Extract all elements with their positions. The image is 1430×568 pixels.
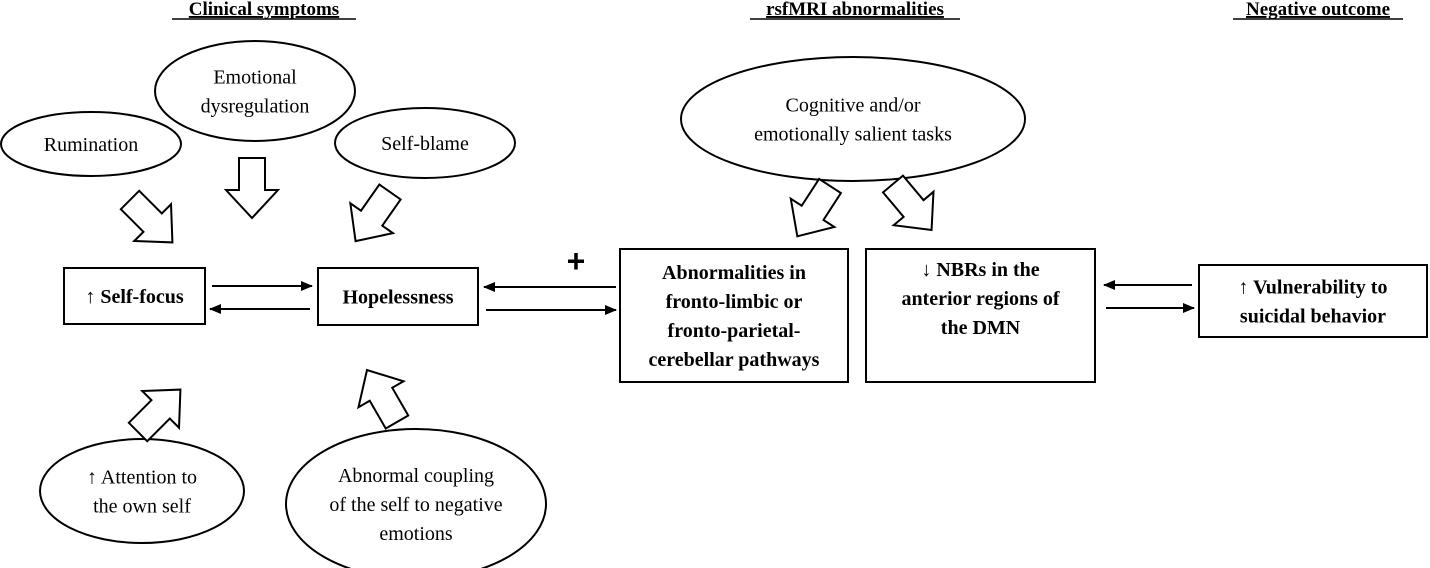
text-line: Hopelessness	[342, 287, 453, 309]
box-abnormalities-pathways: Abnormalities in fronto-limbic or fronto-p…	[619, 248, 849, 383]
text-line: Emotional	[213, 67, 297, 89]
text-line: ↓ NBRs in the	[921, 259, 1039, 281]
ellipse-emotional-dysregulation: Emotional dysregulation	[154, 40, 356, 142]
text-line: anterior regions of	[901, 288, 1059, 310]
svg-text:Self-blame: Self-blame	[381, 133, 469, 155]
text-line: fronto-parietal-	[668, 320, 801, 342]
text-line: Abnormalities in	[662, 262, 806, 284]
text-line: Rumination	[44, 134, 138, 156]
text-line: the own self	[93, 496, 191, 518]
text-line: emotions	[379, 523, 453, 545]
heading-negative-outcome: Negative outcome	[1233, 0, 1403, 20]
text-line: dysregulation	[201, 96, 310, 118]
box-hopelessness: Hopelessness	[317, 267, 479, 326]
svg-text:Negative outcome: Negative outcome	[1246, 0, 1390, 20]
text-line: ↑ Vulnerability to	[1239, 277, 1388, 299]
text-line: Cognitive and/or	[786, 95, 921, 117]
svg-text:Hopelessness: Hopelessness	[342, 287, 453, 309]
box-self-focus: ↑ Self-focus	[63, 267, 206, 325]
text-line: Self-blame	[381, 133, 469, 155]
box-vulnerability: ↑ Vulnerability to suicidal behavior	[1198, 264, 1428, 338]
text-line: fronto-limbic or	[666, 291, 803, 313]
svg-text:Rumination: Rumination	[44, 134, 138, 156]
text-line: ↑ Self-focus	[85, 286, 184, 308]
text-line: emotionally salient tasks	[754, 124, 952, 146]
ellipse-rumination: Rumination	[0, 111, 182, 177]
ellipse-self-blame: Self-blame	[334, 107, 516, 179]
text-line: of the self to negative	[329, 494, 502, 516]
text-line: suicidal behavior	[1240, 306, 1386, 328]
block-arrow-emotional-dysregulation-down	[223, 157, 281, 220]
svg-text:↑ Self-focus: ↑ Self-focus	[85, 286, 184, 308]
text-line: cerebellar pathways	[649, 349, 820, 371]
block-arrow-rumination-to-self-focus	[119, 189, 174, 244]
ellipse-cognitive-tasks: Cognitive and/or emotionally salient task…	[680, 56, 1026, 182]
heading-rsfmri-abnormalities: rsfMRI abnormalities	[750, 0, 960, 20]
block-arrow-tasks-to-nbrs	[881, 174, 935, 232]
ellipse-attention-to-own-self: ↑ Attention to the own self	[39, 438, 245, 544]
block-arrow-coupling-to-hopelessness	[356, 368, 410, 430]
plus-sign: +	[567, 243, 586, 279]
text-line: the DMN	[941, 317, 1021, 339]
block-arrow-self-blame-to-hopelessness	[349, 183, 403, 243]
ellipse-abnormal-coupling: Abnormal coupling of the self to negative…	[285, 428, 547, 568]
block-arrow-tasks-to-abnormalities	[789, 177, 843, 238]
text-line: Abnormal coupling	[338, 465, 494, 487]
text-line: ↑ Attention to	[87, 467, 197, 489]
box-nbrs-dmn: ↓ NBRs in the anterior regions of the DMN	[865, 248, 1096, 383]
heading-clinical-symptoms: Clinical symptoms	[172, 0, 356, 20]
block-arrow-attention-to-self-focus	[127, 388, 182, 443]
svg-text:rsfMRI abnormalities: rsfMRI abnormalities	[766, 0, 944, 20]
svg-text:Clinical symptoms: Clinical symptoms	[189, 0, 339, 20]
